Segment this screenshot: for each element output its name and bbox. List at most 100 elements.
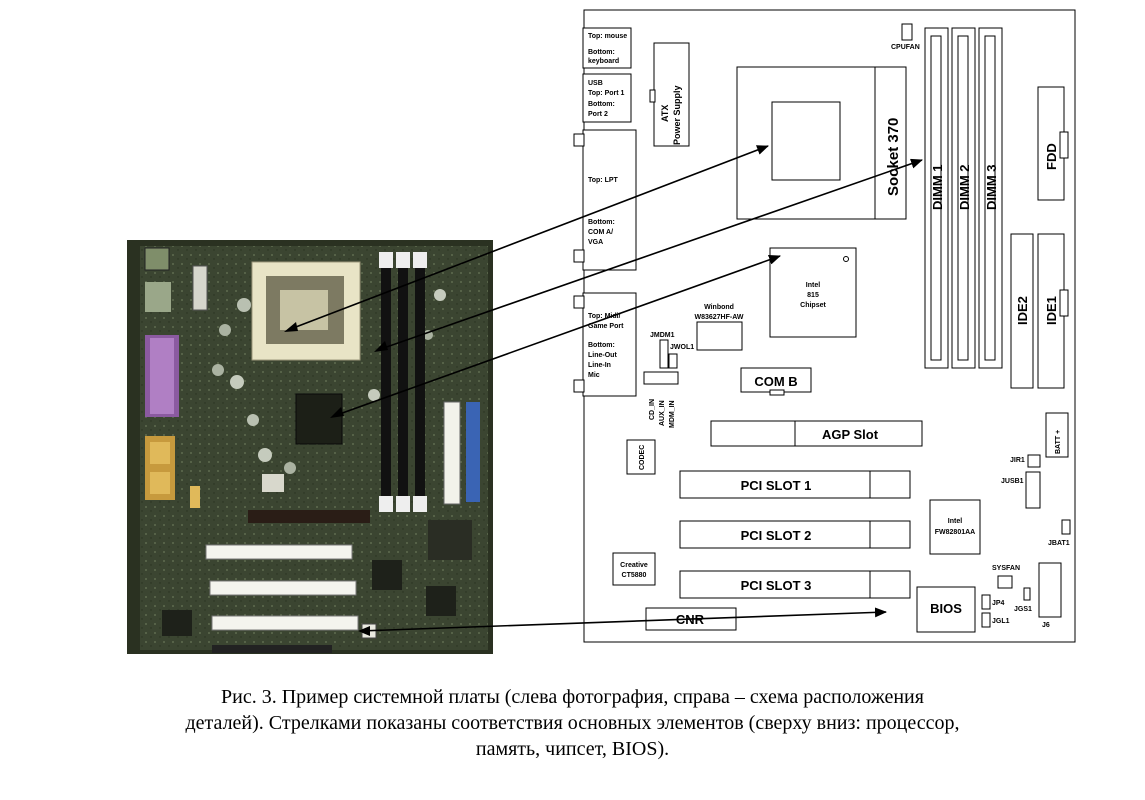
batt-label: BATT +: [1055, 430, 1062, 454]
port-audio-line1: Bottom:: [588, 342, 615, 349]
arrow-bios: [359, 607, 887, 632]
jbat1-jumper: [1061, 519, 1071, 535]
port-comvga-line1: Bottom:: [588, 219, 615, 226]
ide2-connector: [1010, 233, 1034, 389]
jgs1-jumper: [1023, 587, 1031, 601]
port-usb-line1: USB: [588, 80, 603, 87]
port-mouse-kb-line3: keyboard: [588, 58, 619, 65]
atx-power-connector: [653, 42, 690, 147]
port-comvga-line2: COM A/: [588, 229, 613, 236]
motherboard-schematic: [573, 9, 1076, 643]
jir1-header: [1027, 454, 1041, 468]
port-usb-line2: Top: Port 1: [588, 90, 625, 97]
photo-dimm-slots: [379, 252, 427, 512]
port-midi-line1: Top: Midi/: [588, 313, 621, 320]
dimm-1-label: DIMM 1: [930, 165, 945, 211]
motherboard-photo: [127, 240, 493, 654]
bios-label: BIOS: [930, 601, 962, 616]
j6-label: J6: [1042, 622, 1050, 629]
arrow-cpu: [287, 145, 769, 331]
chipset-line2: 815: [807, 292, 819, 299]
jp4-label: JP4: [992, 600, 1005, 607]
superio-line1: Winbond: [704, 304, 734, 311]
cpu-core: [771, 101, 841, 181]
port-midi-line2: Game Port: [588, 323, 624, 330]
dimm-2-label: DIMM 2: [957, 165, 972, 211]
pci-2-label: PCI SLOT 2: [741, 528, 812, 543]
port-audio-line2: Line-Out: [588, 352, 617, 359]
sysfan-header: [997, 575, 1013, 589]
audio-in-headers: [643, 371, 679, 385]
pci-slot-3: [679, 570, 911, 599]
creative-line2: CT5880: [622, 572, 647, 579]
port-lpt-label: Top: LPT: [588, 177, 619, 184]
photo-chipset: [295, 393, 343, 445]
photo-pci-slots: [205, 544, 359, 653]
jgs1-label: JGS1: [1014, 606, 1032, 613]
jmdm1-header: [659, 339, 669, 369]
pci-slot-2: [679, 520, 911, 549]
creative-line1: Creative: [620, 562, 648, 569]
port-mouse-kb-line1: Top: mouse: [588, 33, 627, 40]
ide2-label: IDE2: [1015, 296, 1030, 325]
pci-slot-1: [679, 470, 911, 499]
bios-chip: [916, 586, 976, 633]
jgl1-jumper: [981, 612, 991, 628]
jmdm1-label: JMDM1: [650, 332, 675, 339]
port-comvga-line3: VGA: [588, 239, 603, 246]
port-mouse-keyboard: [582, 27, 632, 69]
pci-1-label: PCI SLOT 1: [741, 478, 812, 493]
jp4-jumper: [981, 594, 991, 610]
aux-in-label: AUX_IN: [659, 400, 666, 426]
chipset-line1: Intel: [806, 282, 820, 289]
atx-label-2: Power Supply: [672, 85, 682, 145]
codec-chip: [626, 439, 656, 475]
agp-label: AGP Slot: [822, 427, 879, 442]
jwol1-label: JWOL1: [670, 344, 694, 351]
port-lpt-com-vga: [582, 129, 637, 271]
photo-cpu-socket: [251, 261, 361, 361]
fdd-label: FDD: [1044, 143, 1059, 170]
com-b-label: COM B: [754, 374, 797, 389]
j6-header: [1038, 562, 1062, 618]
mdm-in-label: MDM_IN: [669, 400, 676, 428]
jgl1-label: JGL1: [992, 618, 1010, 625]
figure-caption: Рис. 3. Пример системной платы (слева фо…: [40, 684, 1105, 762]
ide1-label: IDE1: [1044, 296, 1059, 325]
jusb1-header: [1025, 471, 1041, 509]
cpufan-header: [901, 23, 913, 41]
jwol1-header: [668, 353, 678, 369]
atx-label-1b: ATX: [660, 105, 670, 122]
arrow-memory: [377, 158, 923, 351]
port-usb-line3: Bottom:: [588, 101, 615, 108]
agp-slot: [710, 420, 923, 447]
chipset-line3: Chipset: [800, 302, 826, 309]
socket-label: Socket 370: [885, 118, 902, 196]
caption-line-1: Рис. 3. Пример системной платы (слева фо…: [221, 686, 924, 708]
jusb1-label: JUSB1: [1001, 478, 1024, 485]
ich-line2: FW82801AA: [935, 529, 975, 536]
jir1-label: JIR1: [1010, 457, 1025, 464]
creative-ct5880: [612, 552, 656, 586]
schematic-labels: Top: mouse Bottom: keyboard USB Top: Por…: [588, 33, 1070, 629]
port-mouse-kb-line2: Bottom:: [588, 49, 615, 56]
port-usb: [582, 73, 632, 123]
port-audio-line4: Mic: [588, 372, 600, 379]
com-b-header: [740, 367, 812, 393]
cpufan-label: CPUFAN: [891, 44, 920, 51]
caption-line-3: память, чипсет, BIOS).: [475, 738, 670, 760]
sysfan-label: SYSFAN: [992, 565, 1020, 572]
chipset-intel-815: [769, 247, 857, 338]
codec-label: CODEC: [639, 445, 646, 470]
ich-fw82801aa: [929, 499, 981, 555]
batt-connector: [1045, 412, 1069, 458]
port-usb-line4: Port 2: [588, 111, 608, 118]
jbat1-label: JBAT1: [1048, 540, 1070, 547]
dimm-3-label: DIMM 3: [984, 165, 999, 211]
superio-line2: W83627HF-AW: [694, 314, 743, 321]
ich-line1: Intel: [948, 518, 962, 525]
arrow-start-heads: [284, 322, 388, 636]
arrow-chipset: [333, 255, 781, 417]
port-audio-line3: Line-In: [588, 362, 611, 369]
